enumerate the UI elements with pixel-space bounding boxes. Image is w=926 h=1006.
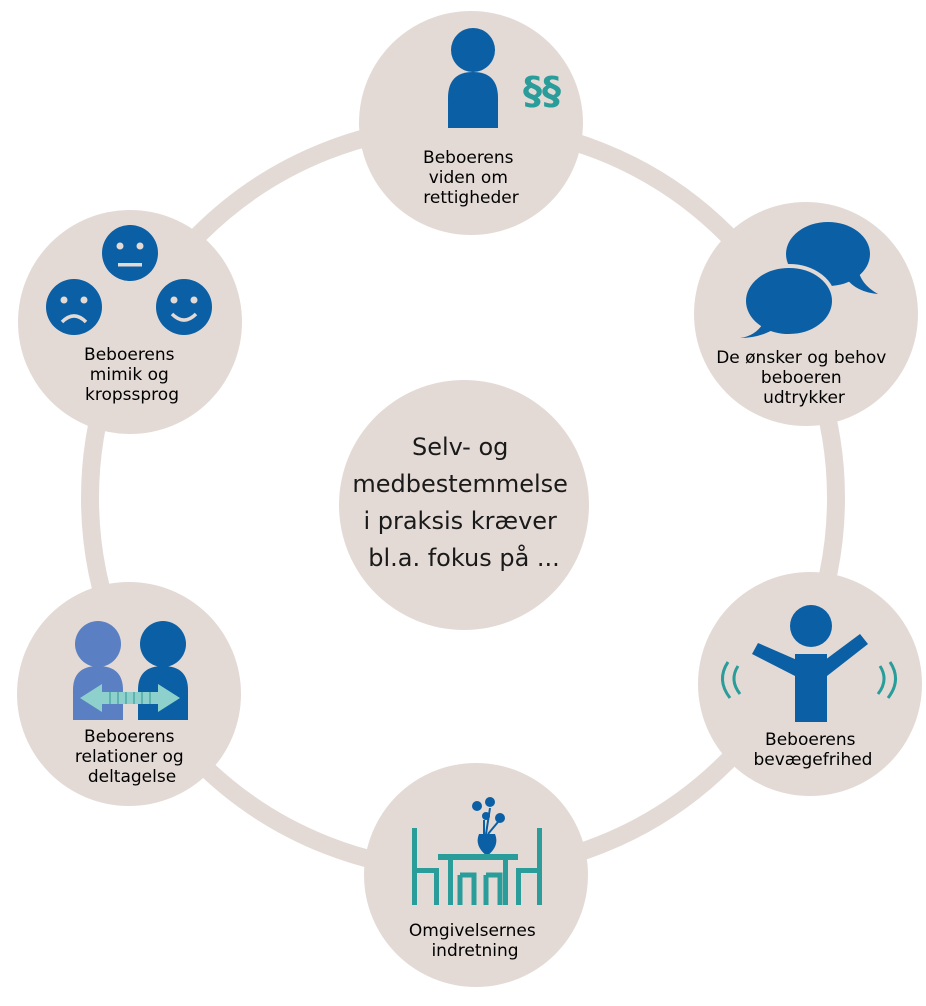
- label-line: bevægefrihed: [754, 750, 873, 770]
- person-moving-icon: [721, 605, 897, 722]
- node-expressions: Beboerens mimik og kropssprog: [18, 210, 242, 434]
- center-line: bl.a. fokus på ...: [368, 543, 560, 572]
- label-line: Beboerens: [84, 345, 175, 365]
- label-line: Omgivelsernes: [409, 921, 536, 941]
- node-label: Beboerens relationer og deltagelse: [75, 727, 189, 787]
- node-surroundings: Omgivelsernes indretning: [364, 763, 588, 987]
- node-relations: Beboerens relationer og deltagelse: [17, 582, 241, 806]
- label-line: Beboerens: [765, 730, 856, 750]
- two-persons-arrow-icon: [73, 621, 188, 720]
- center-line: i praksis kræver: [363, 507, 557, 535]
- person-paragraph-icon: §§: [448, 28, 561, 128]
- node-rights: §§ Beboerens viden om rettigheder: [359, 11, 583, 235]
- happy-face-icon: [156, 279, 212, 335]
- label-line: relationer og: [75, 747, 184, 767]
- label-line: De ønsker og behov: [716, 348, 886, 368]
- node-label: Beboerens bevægefrihed: [754, 730, 873, 770]
- label-line: rettigheder: [423, 188, 518, 208]
- label-line: deltagelse: [88, 767, 176, 787]
- paragraph-sign: §§: [523, 69, 561, 113]
- label-line: Beboerens: [423, 148, 514, 168]
- node-wishes: De ønsker og behov beboeren udtrykker: [694, 202, 918, 426]
- center-node: Selv- og medbestemmelse i praksis kræver…: [339, 380, 589, 630]
- node-label: Omgivelsernes indretning: [409, 921, 541, 961]
- label-line: indretning: [431, 941, 518, 961]
- node-label: De ønsker og behov beboeren udtrykker: [716, 348, 892, 408]
- neutral-face-icon: [102, 225, 158, 281]
- label-line: kropssprog: [85, 385, 179, 405]
- node-movement: Beboerens bevægefrihed: [698, 572, 922, 796]
- center-text: Selv- og medbestemmelse i praksis kræver…: [352, 433, 575, 572]
- sad-face-icon: [46, 279, 102, 335]
- label-line: viden om: [429, 168, 508, 188]
- node-label: Beboerens mimik og kropssprog: [84, 345, 180, 405]
- node-label: Beboerens viden om rettigheder: [423, 148, 519, 208]
- center-line: medbestemmelse: [352, 470, 568, 498]
- speech-bubbles-icon: [740, 222, 878, 338]
- label-line: Beboerens: [84, 727, 175, 747]
- table-chairs-vase-icon: [412, 797, 542, 905]
- faces-icon: [46, 225, 212, 335]
- label-line: beboeren: [761, 368, 842, 388]
- label-line: mimik og: [90, 365, 169, 385]
- center-line: Selv- og: [412, 433, 508, 461]
- label-line: udtrykker: [763, 388, 845, 408]
